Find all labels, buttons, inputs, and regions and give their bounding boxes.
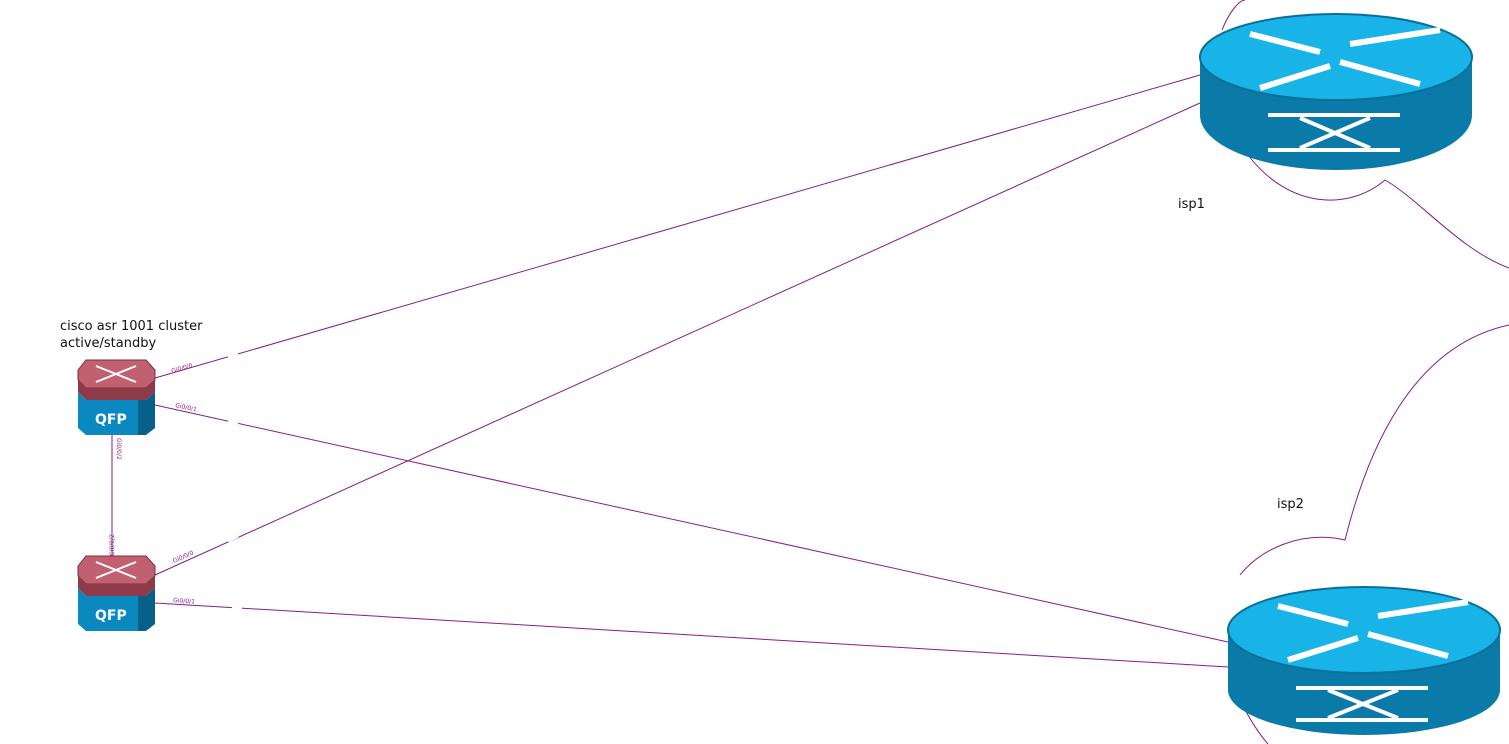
link-top-isp1 [154, 74, 1201, 379]
router-arrows-icon [1277, 599, 1469, 663]
isp1-router[interactable] [1199, 13, 1473, 170]
isp2-router[interactable] [1227, 586, 1501, 735]
cluster-title: cisco asr 1001 cluster active/standby [60, 318, 202, 352]
port-label-top-gi001: Gi0/0/1 [175, 402, 198, 413]
links [111, 74, 1229, 668]
link-bottom-isp1 [154, 102, 1201, 576]
port-label-top-gi002: Gi0/0/2 [115, 438, 122, 460]
isp2-label: isp2 [1277, 497, 1304, 512]
asr-router-top[interactable]: QFP [77, 359, 156, 435]
cluster-title-line1: cisco asr 1001 cluster [60, 319, 203, 334]
asr-router-bottom[interactable]: QFP [77, 555, 156, 631]
cluster-title-line2: active/standby [60, 336, 157, 351]
link-top-isp2 [154, 404, 1229, 643]
router-arrows-icon [95, 561, 137, 579]
qfp-badge: QFP [95, 608, 127, 624]
router-arrows-icon [1249, 27, 1441, 91]
qfp-badge: QFP [95, 412, 127, 428]
isp1-label: isp1 [1178, 197, 1205, 212]
link-bottom-isp2 [154, 602, 1229, 668]
port-label-top-gi000: Gi0/0/0 [171, 362, 194, 375]
port-label-bottom-gi002: Gi0/0/2 [109, 534, 116, 556]
switch-arrows-icon [1296, 686, 1428, 722]
switch-arrows-icon [1268, 113, 1400, 152]
port-label-bottom-gi001: Gi0/0/1 [173, 597, 195, 606]
router-arrows-icon [95, 365, 137, 383]
isp1-cloud-arc [1221, 0, 1509, 269]
